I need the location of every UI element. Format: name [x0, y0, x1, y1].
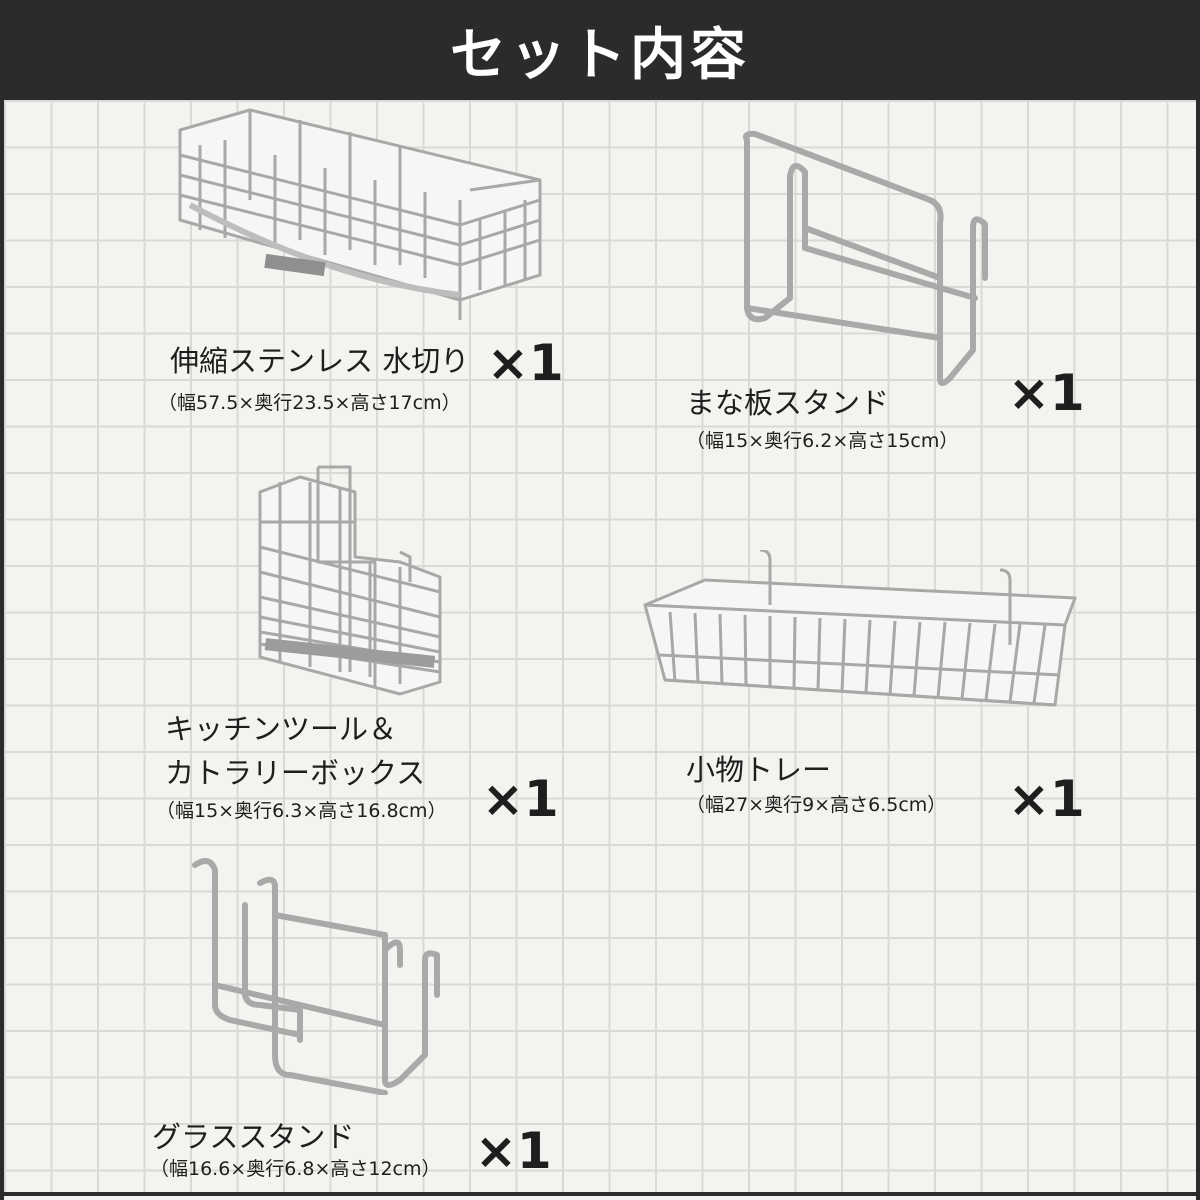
item-3-dimensions: （幅15×奥行6.3×高さ16.8cm） [156, 800, 447, 822]
cutting-board-stand-image [735, 128, 995, 393]
glass-stand-image [185, 855, 455, 1095]
item-2-quantity: ×1 [1008, 364, 1085, 422]
header-bar: セット内容 [0, 0, 1200, 100]
item-3-quantity: ×1 [482, 770, 559, 828]
small-tray-image [640, 550, 1085, 710]
item-4-name: 小物トレー [686, 753, 832, 787]
item-3-name-line1: キッチンツール＆ [165, 712, 398, 746]
item-4-quantity: ×1 [1008, 770, 1085, 828]
item-5-quantity: ×1 [475, 1122, 552, 1180]
item-4-dimensions: （幅27×奥行9×高さ6.5cm） [686, 794, 947, 816]
cutlery-box-image [250, 462, 450, 702]
item-2-name: まな板スタンド [686, 386, 890, 420]
frame-left [0, 100, 4, 1200]
item-3-name-line2: カトラリーボックス [165, 756, 426, 790]
item-1-quantity: ×1 [487, 334, 564, 392]
dish-rack-image [170, 100, 550, 330]
item-5-dimensions: （幅16.6×奥行6.8×高さ12cm） [150, 1158, 441, 1180]
frame-right [1196, 100, 1200, 1200]
item-5-name: グラススタンド [152, 1120, 355, 1154]
item-1-dimensions: （幅57.5×奥行23.5×高さ17cm） [158, 392, 461, 414]
page-title: セット内容 [450, 22, 750, 88]
item-2-dimensions: （幅15×奥行6.2×高さ15cm） [686, 430, 959, 452]
item-1-name: 伸縮ステンレス 水切り [170, 344, 470, 378]
